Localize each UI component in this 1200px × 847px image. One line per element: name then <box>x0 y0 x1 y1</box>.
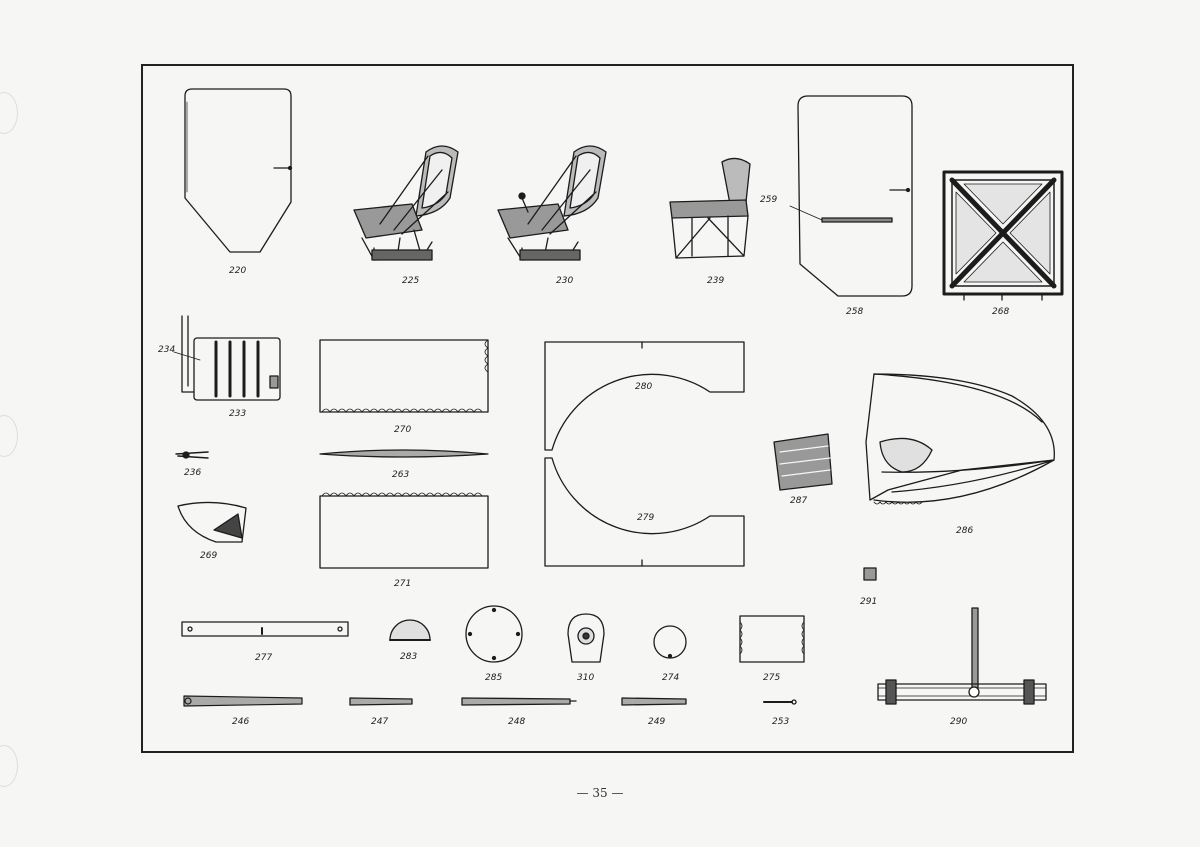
clip-236-drawing <box>175 451 209 459</box>
part-label-271: 271 <box>394 579 412 589</box>
cowling-286-drawing <box>865 373 1055 505</box>
part-label-249: 249 <box>648 717 666 727</box>
part-label-263: 263 <box>392 470 410 480</box>
part-label-283: 283 <box>400 652 418 662</box>
seat-239-drawing <box>669 157 751 259</box>
part-label-268: 268 <box>992 307 1010 317</box>
plate-283-drawing <box>389 619 431 641</box>
part-label-274: 274 <box>662 673 680 683</box>
fairing-269-drawing <box>177 501 247 543</box>
part-label-247: 247 <box>371 717 389 727</box>
plate-frame <box>141 64 1074 753</box>
panel-271-drawing <box>319 492 489 569</box>
part-label-220: 220 <box>229 266 247 276</box>
strip-263-drawing <box>319 449 489 458</box>
patch-275-drawing <box>739 615 805 663</box>
bulkhead-280-drawing <box>544 341 745 451</box>
binder-hole <box>0 92 18 134</box>
strut-249-drawing <box>621 697 687 706</box>
rail-277-drawing <box>181 621 349 637</box>
cover-285-drawing <box>465 605 523 663</box>
part-label-277: 277 <box>255 653 273 663</box>
strut-246-drawing <box>183 695 303 707</box>
strut-248-drawing <box>461 697 577 706</box>
cap-310-drawing <box>567 613 605 663</box>
part-label-280: 280 <box>635 382 653 392</box>
part-label-310: 310 <box>577 673 595 683</box>
binder-hole <box>0 415 18 457</box>
part-label-270: 270 <box>394 425 412 435</box>
part-label-287: 287 <box>790 496 808 506</box>
part-label-269: 269 <box>200 551 218 561</box>
page-number: — 35 — <box>576 786 624 800</box>
part-label-246: 246 <box>232 717 250 727</box>
fitting-287-drawing <box>773 433 833 491</box>
disc-274-drawing <box>653 625 687 659</box>
binder-hole <box>0 745 18 787</box>
door-220-drawing <box>184 88 293 253</box>
seat-225-drawing <box>353 145 459 261</box>
part-label-253: 253 <box>772 717 790 727</box>
panel-270-drawing <box>319 339 489 413</box>
seat-230-drawing <box>497 145 607 261</box>
part-label-239: 239 <box>707 276 725 286</box>
bracket-291-drawing <box>863 567 877 581</box>
part-label-234: 234 <box>158 345 176 355</box>
part-label-291: 291 <box>860 597 878 607</box>
axle-290-drawing <box>877 607 1047 705</box>
bulkhead-279-drawing <box>544 457 745 567</box>
door-258-drawing <box>789 95 913 297</box>
part-label-290: 290 <box>950 717 968 727</box>
part-label-285: 285 <box>485 673 503 683</box>
part-label-230: 230 <box>556 276 574 286</box>
part-label-258: 258 <box>846 307 864 317</box>
pin-253-drawing <box>763 699 797 705</box>
parts-illustration <box>173 88 1064 707</box>
fuel-tank-233-drawing <box>173 315 281 401</box>
part-label-286: 286 <box>956 526 974 536</box>
part-label-225: 225 <box>402 276 420 286</box>
hatch-268-drawing <box>942 170 1064 301</box>
part-label-233: 233 <box>229 409 247 419</box>
part-label-259: 259 <box>760 195 778 205</box>
part-label-248: 248 <box>508 717 526 727</box>
part-label-236: 236 <box>184 468 202 478</box>
part-label-279: 279 <box>637 513 655 523</box>
strut-247-drawing <box>349 697 413 706</box>
part-label-275: 275 <box>763 673 781 683</box>
